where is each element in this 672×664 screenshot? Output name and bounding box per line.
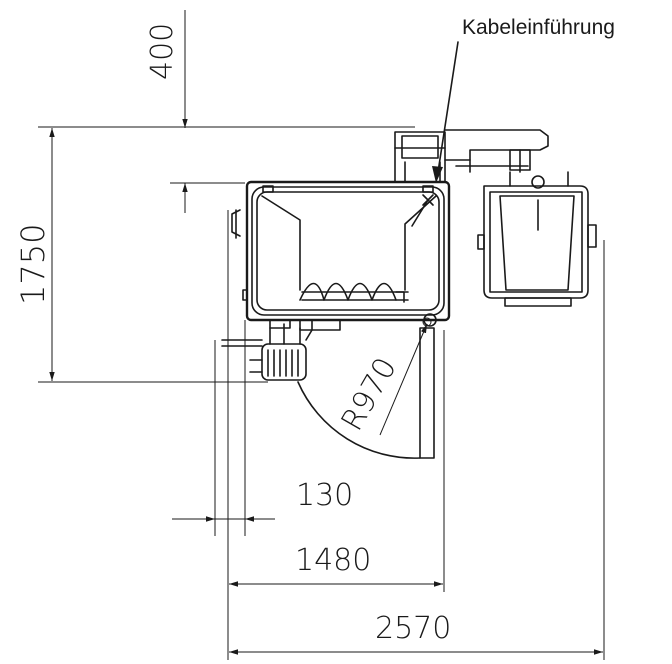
cable-entry-label: Kabeleinführung bbox=[462, 16, 615, 39]
dim-1480: 1480 bbox=[229, 543, 443, 587]
cable-entry-leader bbox=[437, 41, 459, 173]
dim-1480-text: 1480 bbox=[295, 543, 371, 578]
dim-1750-text: 1750 bbox=[14, 224, 52, 305]
door-swing: R970 bbox=[297, 317, 432, 459]
dim-2570: 2570 bbox=[229, 611, 603, 655]
main-cabinet bbox=[231, 129, 549, 459]
dim-2570-text: 2570 bbox=[375, 611, 451, 646]
dim-400: 400 bbox=[145, 10, 245, 213]
dim-130: 130 bbox=[172, 478, 353, 522]
drive-unit bbox=[221, 319, 313, 381]
dim-130-text: 130 bbox=[296, 478, 353, 513]
dim-1750: 1750 bbox=[14, 126, 415, 383]
cable-entry-arrow bbox=[432, 166, 443, 183]
dim-400-text: 400 bbox=[145, 23, 180, 80]
aux-unit bbox=[477, 171, 597, 307]
dim-r970-text: R970 bbox=[335, 352, 404, 437]
